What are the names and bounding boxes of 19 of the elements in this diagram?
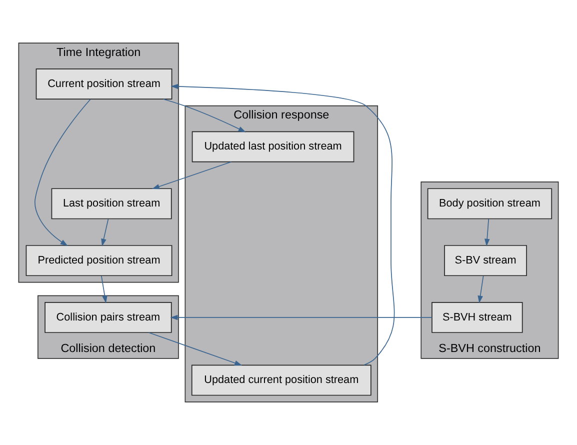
- node-box: Current position stream: [36, 68, 172, 100]
- arrow: [148, 332, 242, 366]
- arrow: [101, 218, 109, 246]
- node-box: S-BV stream: [444, 245, 527, 276]
- node-box: S-BVH stream: [432, 302, 523, 333]
- node-box: Predicted position stream: [26, 245, 172, 276]
- node-box: Collision pairs stream: [44, 302, 172, 333]
- node-box: Last position stream: [51, 188, 172, 220]
- arrow: [478, 276, 484, 304]
- node-box: Updated current position stream: [191, 364, 372, 396]
- arrow: [152, 162, 232, 190]
- arrow: [101, 276, 108, 304]
- arrow: [170, 84, 395, 366]
- node-box: Body position stream: [427, 188, 552, 220]
- arrow: [34, 98, 91, 246]
- arrow: [162, 98, 246, 132]
- arrow: [170, 314, 432, 320]
- arrow: [484, 218, 490, 246]
- node-box: Updated last position stream: [192, 131, 354, 162]
